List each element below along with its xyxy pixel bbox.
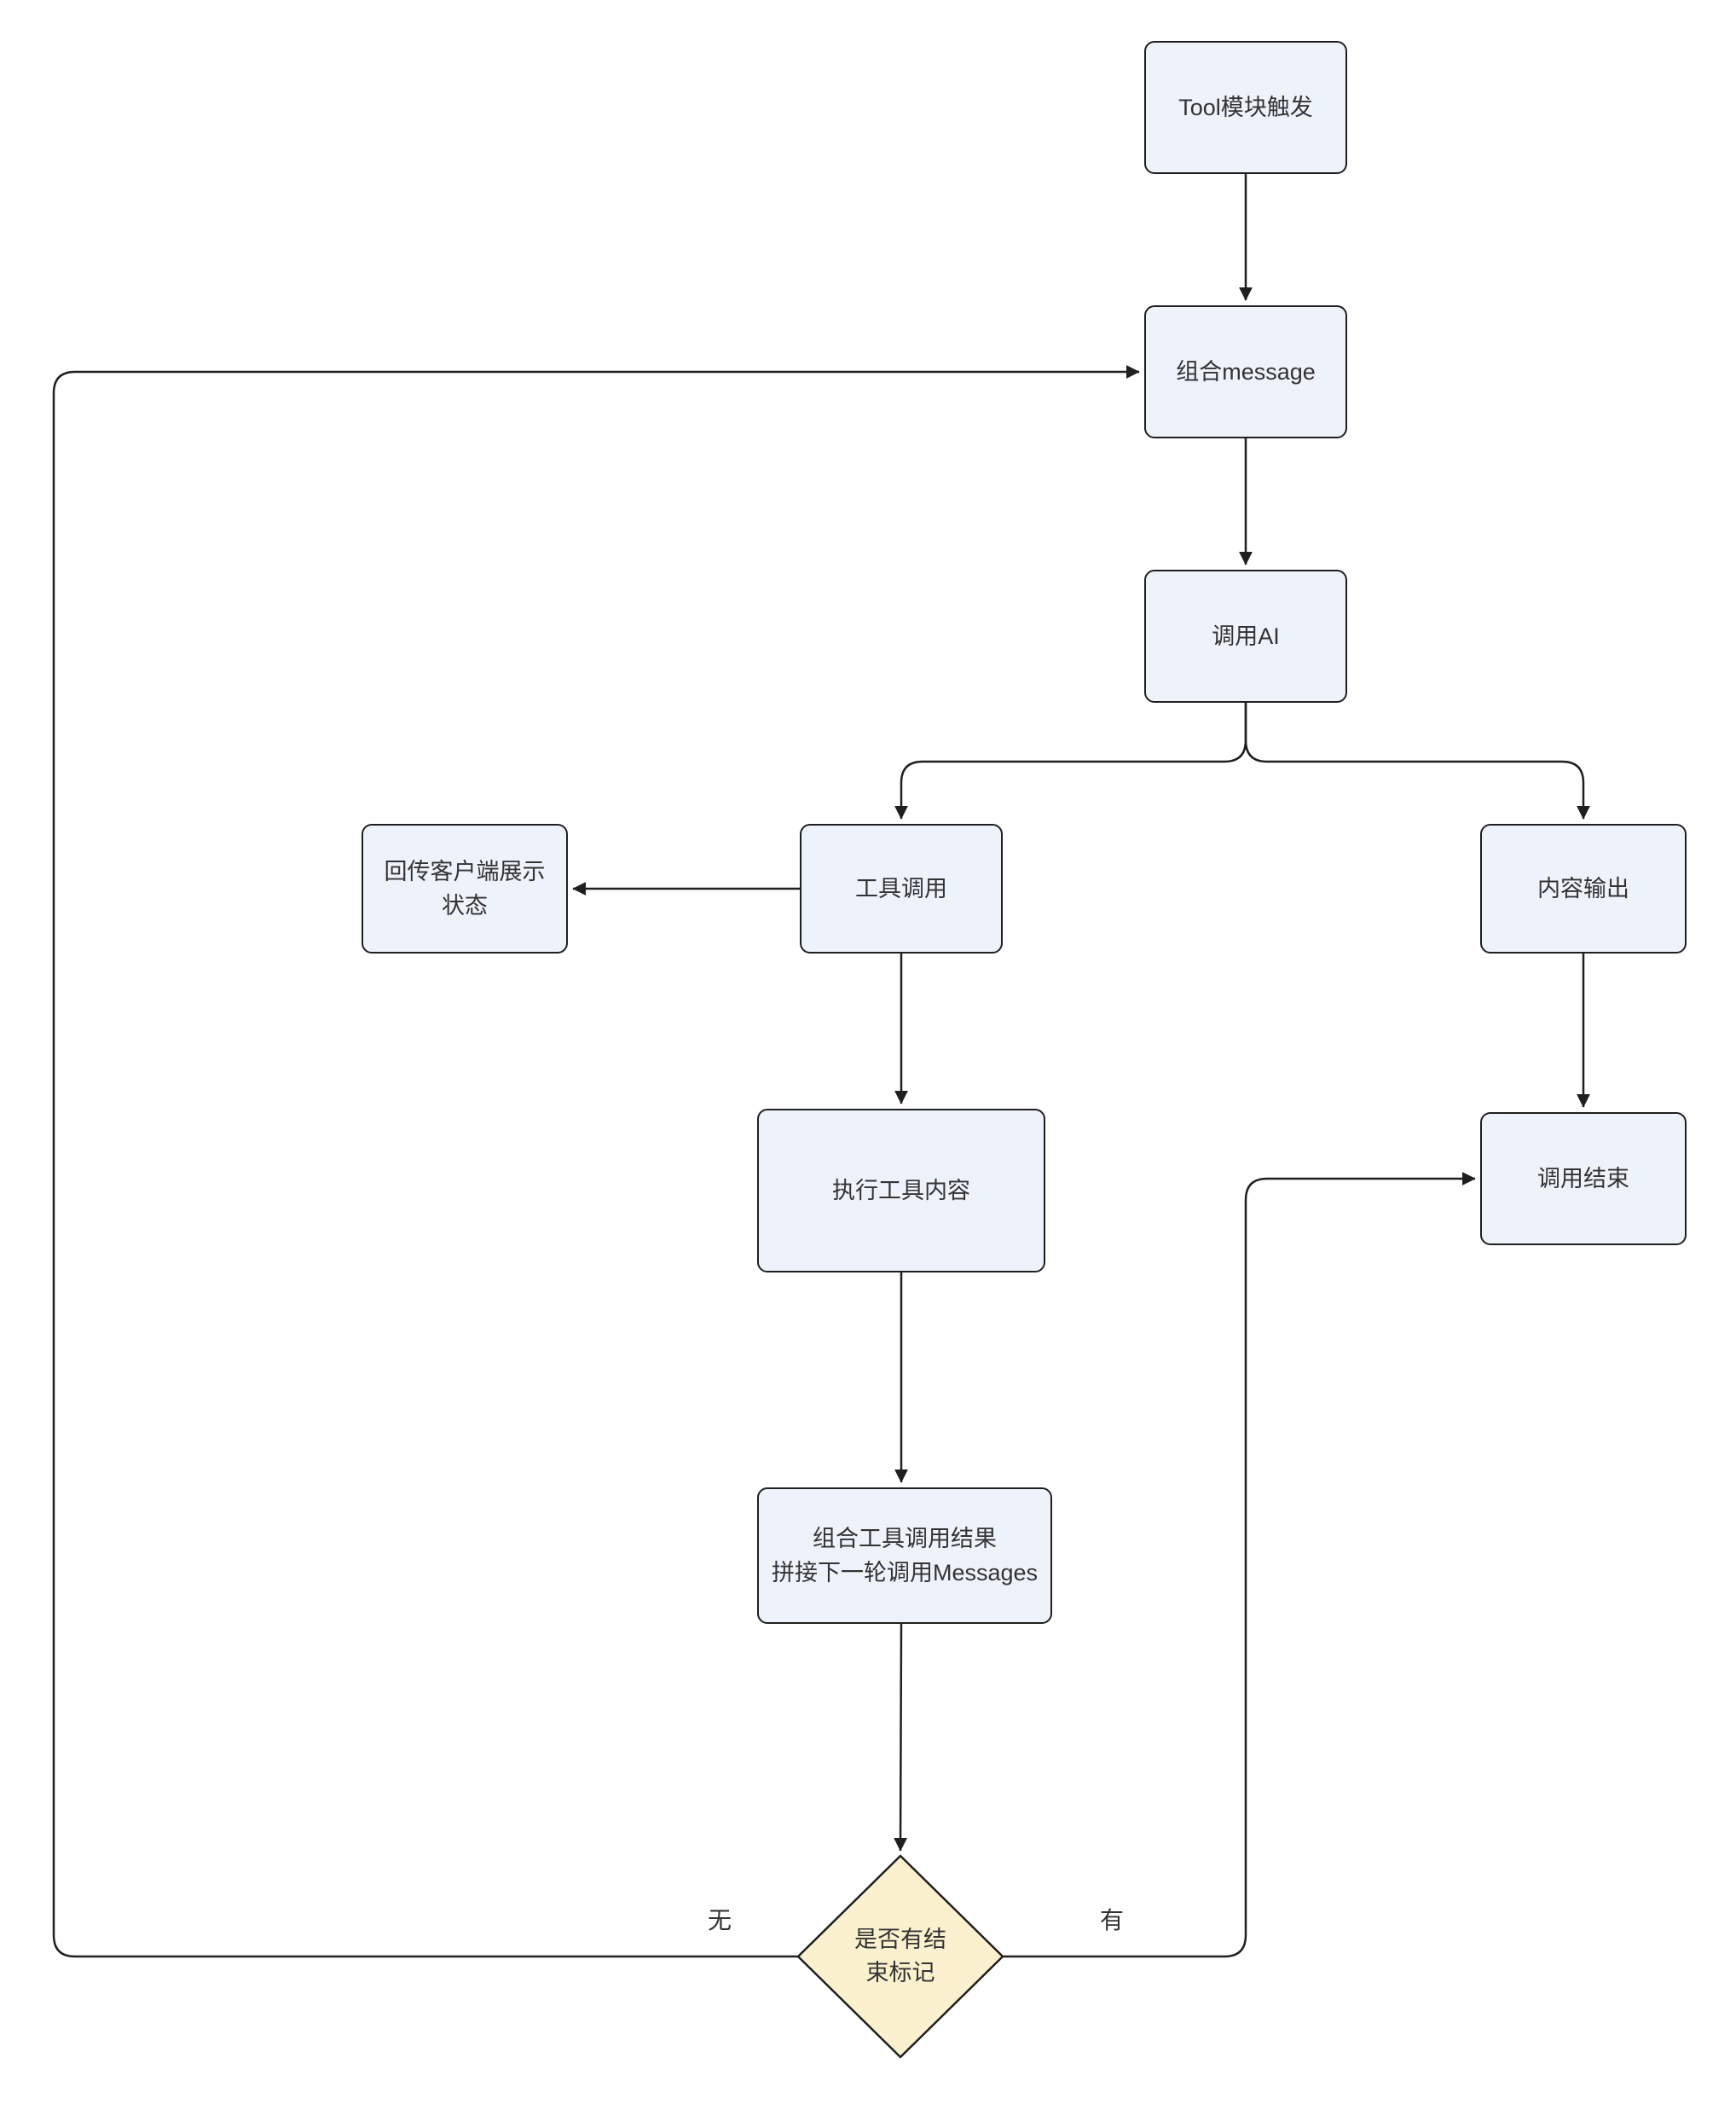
edge-decision-no-loop-to-combine-message [52,365,1140,1958]
node-combine-result: 组合工具调用结果 拼接下一轮调用Messages [757,1487,1052,1624]
decision-diamond-shape [796,1854,1004,2059]
node-client-status-label: 回传客户端展示 状态 [384,858,546,919]
node-call-ai: 调用AI [1144,570,1347,703]
node-execute-tool: 执行工具内容 [757,1109,1045,1272]
node-tool-trigger-label: Tool模块触发 [1178,94,1313,120]
node-combine-message-label: 组合message [1176,358,1316,385]
node-combine-result-label: 组合工具调用结果 拼接下一轮调用Messages [771,1525,1039,1586]
node-client-status: 回传客户端展示 状态 [362,824,568,954]
node-combine-message: 组合message [1144,305,1347,438]
edge-call-ai-to-content-output [1244,703,1590,820]
edge-decision-yes-to-call-end [1003,1172,1476,1958]
node-tool-call: 工具调用 [800,824,1003,954]
node-tool-trigger: Tool模块触发 [1144,41,1347,174]
node-decision-label: 是否有结 束标记 [854,1926,946,1985]
edge-call-ai-to-tool-call [894,703,1247,820]
node-call-end-label: 调用结束 [1537,1165,1629,1191]
edge-combine-result-to-decision [894,1623,908,1852]
node-content-output: 内容输出 [1480,824,1687,954]
node-tool-call-label: 工具调用 [855,875,947,901]
node-content-output-label: 内容输出 [1537,875,1629,901]
edge-label-no: 无 [707,1907,732,1933]
node-execute-tool-label: 执行工具内容 [832,1177,970,1203]
edge-label-yes: 有 [1099,1907,1125,1933]
node-call-end: 调用结束 [1480,1112,1687,1245]
node-call-ai-label: 调用AI [1212,623,1280,649]
